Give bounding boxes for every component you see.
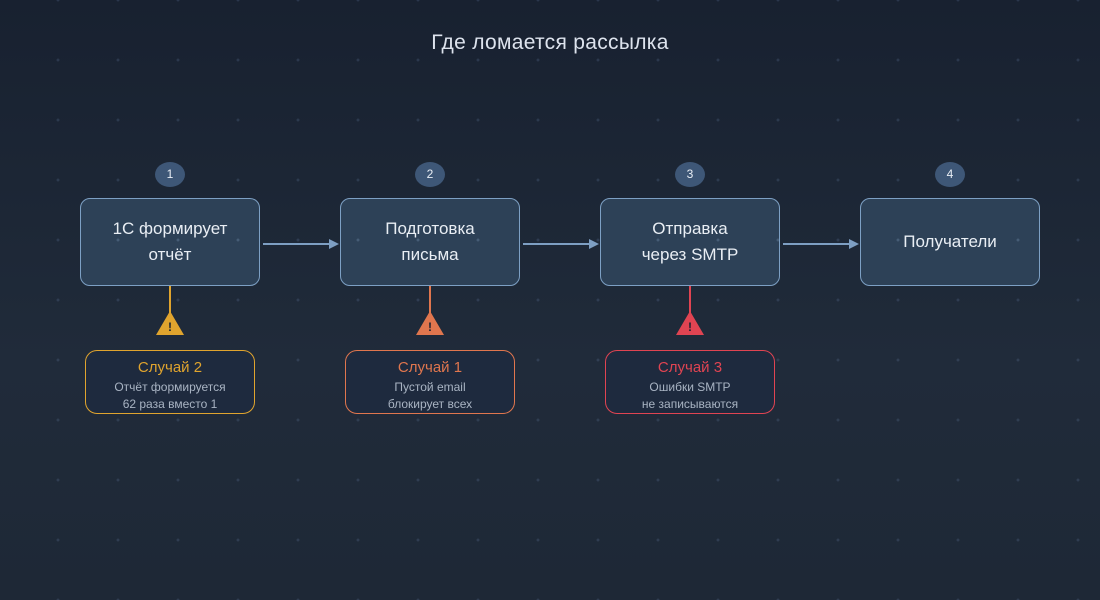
warning-triangle-icon: ! xyxy=(676,311,704,336)
callout-body: Ошибки SMTP не записываются xyxy=(641,380,739,412)
flow-column-3: 3 Отправка через SMTP ! Случай 3 Ошибки … xyxy=(600,162,780,422)
callout-body: Пустой email блокирует всех xyxy=(387,380,473,412)
callout-card-case-3: Случай 3 Ошибки SMTP не записываются xyxy=(605,350,775,414)
callout-title: Случай 2 xyxy=(137,359,203,376)
triangle-shape xyxy=(416,311,444,335)
callout-card-case-2: Случай 2 Отчёт формируется 62 раза вмест… xyxy=(85,350,255,414)
triangle-shape xyxy=(156,311,184,335)
callout-card-case-1: Случай 1 Пустой email блокирует всех xyxy=(345,350,515,414)
connector-line xyxy=(689,286,691,314)
flow-step-box-smtp-send: Отправка через SMTP xyxy=(600,198,780,286)
step-number-badge: 4 xyxy=(935,162,965,187)
connector-line xyxy=(169,286,171,314)
step-number-badge: 2 xyxy=(415,162,445,187)
flow-step-box-recipients: Получатели xyxy=(860,198,1040,286)
warning-triangle-icon: ! xyxy=(156,311,184,336)
flow-column-4: 4 Получатели xyxy=(860,162,1040,422)
exclamation-glyph: ! xyxy=(688,320,692,334)
callout-title: Случай 3 xyxy=(657,359,723,376)
exclamation-glyph: ! xyxy=(168,320,172,334)
flow-step-box-1c-report: 1С формирует отчёт xyxy=(80,198,260,286)
warning-triangle-icon: ! xyxy=(416,311,444,336)
flow-arrow-1-2 xyxy=(263,239,339,249)
flow-column-2: 2 Подготовка письма ! Случай 1 Пустой em… xyxy=(340,162,520,422)
exclamation-glyph: ! xyxy=(428,320,432,334)
flow-arrow-3-4 xyxy=(783,239,859,249)
flow-column-1: 1 1С формирует отчёт ! Случай 2 Отчёт фо… xyxy=(80,162,260,422)
flow-arrow-2-3 xyxy=(523,239,599,249)
flow-step-box-letter-prep: Подготовка письма xyxy=(340,198,520,286)
callout-body: Отчёт формируется 62 раза вместо 1 xyxy=(114,380,226,412)
step-number-badge: 1 xyxy=(155,162,185,187)
step-number-badge: 3 xyxy=(675,162,705,187)
triangle-shape xyxy=(676,311,704,335)
page-title: Где ломается рассылка xyxy=(431,31,669,54)
callout-title: Случай 1 xyxy=(397,359,463,376)
connector-line xyxy=(429,286,431,314)
